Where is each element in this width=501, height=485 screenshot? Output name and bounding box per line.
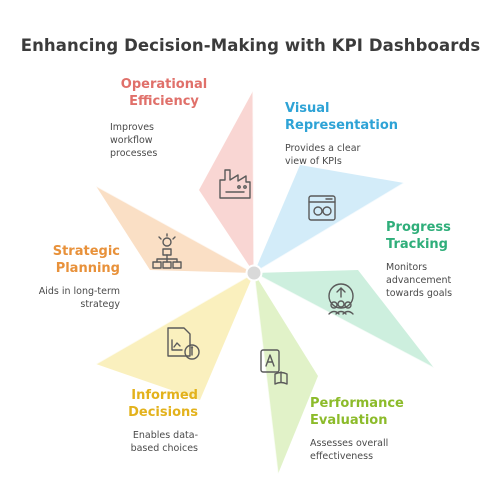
progress-tracking-heading: Progress Tracking — [386, 220, 451, 252]
informed-decisions-description: Enables data- based choices — [130, 430, 198, 454]
blade-divider — [95, 185, 255, 274]
operational-efficiency-block: Operational Efficiency — [84, 76, 244, 110]
informed-decisions-block: Informed Decisions Enables data- based c… — [60, 387, 198, 455]
data-document-icon — [167, 327, 200, 360]
strategy-idea-icon — [152, 233, 182, 269]
visual-representation-description: Provides a clear view of KPIs — [285, 143, 361, 167]
blade-divider — [253, 272, 435, 369]
blade-divider — [95, 272, 255, 365]
strategic-planning-description: Aids in long-term strategy — [38, 286, 120, 310]
blade-divider — [253, 272, 279, 475]
browser-window-blade — [254, 165, 404, 273]
performance-evaluation-description: Assesses overall effectiveness — [310, 438, 389, 462]
team-growth-icon — [328, 283, 354, 315]
evaluation-book-icon — [260, 349, 288, 385]
performance-evaluation-block: Performance Evaluation Assesses overall … — [310, 395, 460, 463]
center-hub — [245, 264, 263, 282]
operational-efficiency-description: Improves workflow processes — [110, 122, 158, 159]
progress-tracking-block: Progress Tracking Monitors advancement t… — [386, 219, 498, 300]
visual-representation-block: Visual Representation Provides a clear v… — [285, 100, 435, 168]
operational-efficiency-heading: Operational Efficiency — [120, 77, 208, 109]
data-document-blade — [96, 273, 254, 400]
progress-tracking-description: Monitors advancement towards goals — [386, 262, 453, 299]
blade-divider — [253, 182, 405, 274]
strategic-planning-heading: Strategic Planning — [52, 244, 120, 276]
informed-decisions-heading: Informed Decisions — [128, 388, 198, 420]
blade-divider — [252, 90, 255, 274]
diagram-title: Enhancing Decision-Making with KPI Dashb… — [20, 36, 481, 55]
browser-window-icon — [308, 195, 336, 221]
strategic-planning-block: Strategic Planning Aids in long-term str… — [4, 243, 120, 311]
factory-blade — [199, 91, 254, 273]
performance-evaluation-heading: Performance Evaluation — [310, 396, 404, 428]
visual-representation-heading: Visual Representation — [285, 101, 399, 133]
factory-icon — [219, 169, 251, 199]
